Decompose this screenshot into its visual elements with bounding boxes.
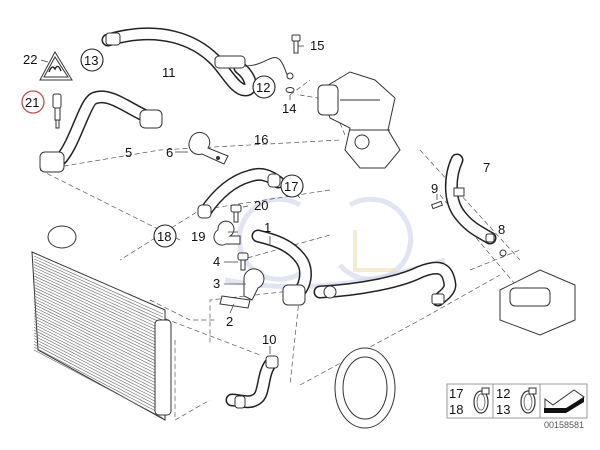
callout-18[interactable]: 18 [157, 229, 171, 244]
callout-22[interactable]: 22 [23, 52, 37, 67]
part-10-hose[interactable] [225, 355, 279, 409]
callout-16[interactable]: 16 [254, 132, 268, 147]
callout-15[interactable]: 15 [310, 38, 324, 53]
callout-5[interactable]: 5 [125, 145, 132, 160]
part-5-hose[interactable] [39, 90, 163, 173]
radiator-fin [33, 298, 164, 362]
legend-18: 18 [449, 402, 463, 417]
radiator-fin [33, 275, 164, 337]
radiator-fin [33, 267, 164, 327]
callout-11[interactable]: 11 [162, 65, 176, 80]
reference-number: 00158581 [544, 420, 584, 430]
callout-14[interactable]: 14 [282, 101, 296, 116]
callout-6[interactable]: 6 [166, 145, 173, 160]
radiator-fin [33, 255, 164, 315]
radiator-fin [33, 295, 164, 359]
radiator-fin [33, 338, 164, 406]
callout-20[interactable]: 20 [254, 198, 268, 213]
radiator-fin [33, 318, 164, 384]
radiator-fin [33, 332, 164, 400]
callout-21[interactable]: 21 [25, 95, 39, 110]
part-20-bolt[interactable] [230, 204, 242, 223]
callouts: 22 21 13 11 15 12 14 16 5 6 17 7 9 8 20 … [21, 38, 505, 347]
radiator-fin [33, 292, 164, 356]
callout-12[interactable]: 12 [256, 80, 270, 95]
callout-7[interactable]: 7 [483, 160, 490, 175]
radiator-fin [33, 335, 164, 403]
legend-12: 12 [496, 386, 510, 401]
radiator-fin [33, 264, 164, 324]
callout-10[interactable]: 10 [262, 332, 276, 347]
callout-2[interactable]: 2 [226, 314, 233, 329]
radiator-fin [33, 287, 164, 349]
hose-clamp-icon [520, 387, 537, 414]
radiator-fin [33, 324, 164, 390]
part-14-washer[interactable] [285, 87, 295, 93]
part-8-connector[interactable] [485, 233, 507, 257]
radiator-fin [33, 309, 164, 375]
radiator-fin [33, 301, 164, 365]
part-15-bolt[interactable] [291, 34, 301, 54]
callout-17[interactable]: 17 [284, 179, 298, 194]
radiator-fin [33, 261, 164, 321]
radiator-fin [33, 272, 164, 334]
radiator-fin [33, 269, 164, 331]
radiator-fin [33, 315, 164, 381]
part-2-plate[interactable] [219, 295, 251, 309]
callout-21-highlight [21, 90, 45, 114]
radiator-fin [33, 321, 164, 387]
legend-17: 17 [449, 386, 463, 401]
radiator-fin [33, 344, 164, 412]
radiator-fin [33, 304, 164, 368]
radiator-fin [33, 289, 164, 353]
callout-4[interactable]: 4 [213, 254, 220, 269]
part-7-pipe[interactable] [444, 153, 497, 245]
part-6-clamp[interactable] [188, 131, 229, 165]
radiator-fin [33, 329, 164, 397]
arrow-direction-icon [544, 389, 585, 413]
radiator-fin [33, 346, 164, 416]
callout-3[interactable]: 3 [213, 276, 220, 291]
radiator-fin [33, 284, 164, 346]
part-17-hose[interactable] [197, 167, 285, 219]
hose-clamp-icon [473, 387, 490, 414]
part-11-hose[interactable] [101, 27, 257, 97]
radiator-fin [33, 326, 164, 394]
radiator-fin [33, 307, 164, 371]
fan-shroud [334, 347, 396, 429]
radiator-fin [33, 258, 164, 318]
callout-19[interactable]: 19 [191, 229, 205, 244]
callout-9[interactable]: 9 [431, 181, 438, 196]
part-21-temperature-sensor[interactable] [52, 93, 62, 129]
radiator-fin [33, 281, 164, 343]
part-22-warning-label[interactable] [39, 50, 73, 81]
radiator-fin [33, 341, 164, 409]
thermostat-housing [317, 71, 401, 169]
legend: 17 18 12 13 00158581 [446, 383, 588, 430]
radiator-fin [33, 278, 164, 340]
part-12-pipe[interactable] [244, 57, 294, 80]
part-1-hose[interactable] [251, 229, 457, 307]
part-4-bolt[interactable] [237, 252, 249, 271]
part-3-clamp[interactable] [243, 268, 265, 301]
callout-1[interactable]: 1 [264, 220, 271, 235]
legend-13: 13 [496, 402, 510, 417]
radiator-fin [33, 312, 164, 378]
callout-8[interactable]: 8 [498, 222, 505, 237]
radiator [31, 225, 172, 421]
part-9-bolt[interactable] [430, 200, 444, 210]
radiator-fin [33, 349, 164, 419]
callout-13[interactable]: 13 [84, 53, 98, 68]
part-19-bracket[interactable] [213, 220, 241, 246]
water-pump [499, 269, 576, 336]
